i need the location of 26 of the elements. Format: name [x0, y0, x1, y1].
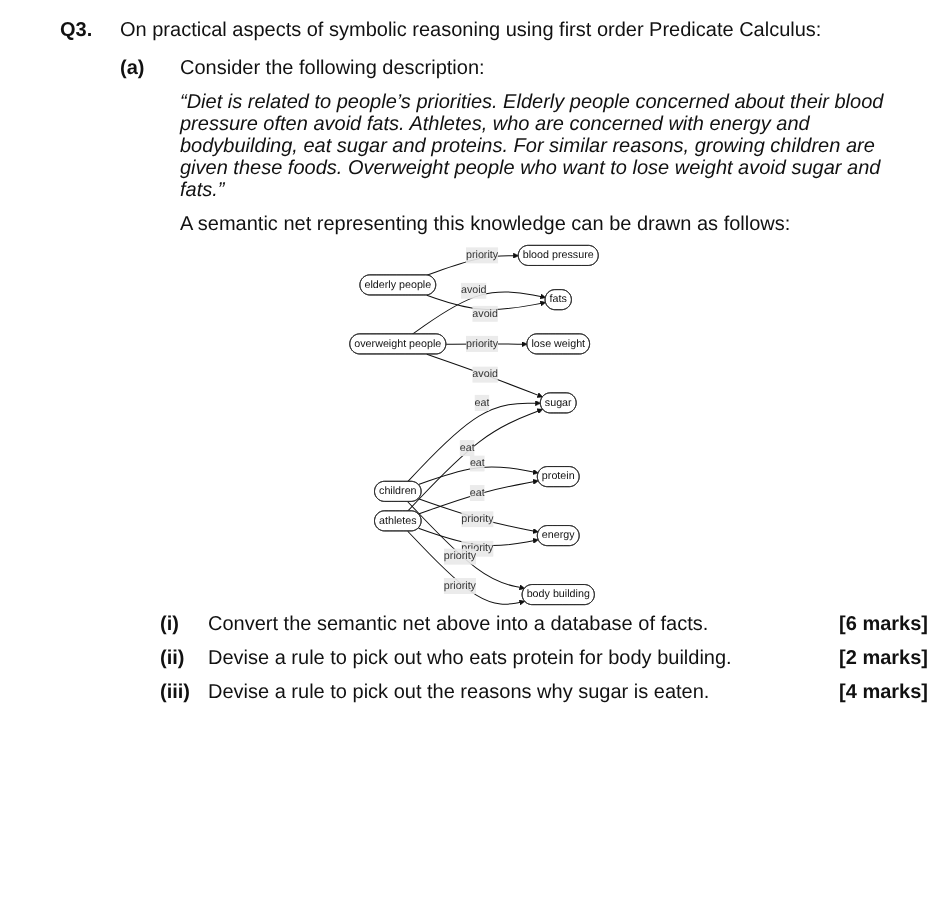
arrow — [412, 291, 546, 335]
marks-text: [4 marks] — [839, 682, 928, 704]
marks-text: [6 marks] — [839, 614, 928, 636]
question-text: Devise a rule to pick out who eats protein for body building. — [208, 648, 734, 670]
instruction-text: A semantic net representing this knowledge can be drawn as follows: — [180, 214, 793, 236]
arrow — [418, 478, 539, 515]
quoted-description: “Diet is related to people’s priorities. Elderly people concerned about their blood pressure often avoid fats. Athletes, who are concerned with energy and bodybuilding, eat sugar and proteins. For similar reasons, growing children are given these foods. Overweight people who want to lose weight avoid sugar and fats.” — [180, 92, 886, 202]
question-number: Q3. — [60, 20, 95, 42]
instruction-text: Consider the following description: — [180, 58, 487, 80]
subpart-label: (ii) — [160, 648, 187, 670]
arrow — [417, 498, 539, 534]
marks-text: [2 marks] — [839, 648, 928, 670]
arrow — [407, 408, 543, 512]
part-label: (a) — [120, 58, 147, 84]
question-text: Convert the semantic net above into a database of facts. — [208, 614, 711, 636]
subpart-label: (i) — [160, 614, 181, 636]
arrow — [417, 466, 539, 486]
arrow — [407, 530, 526, 606]
arrow — [426, 353, 543, 398]
subpart-label: (iii) — [160, 682, 192, 704]
question-text: Devise a rule to pick out the reasons why sugar is eaten. — [208, 682, 712, 704]
arrow — [407, 400, 541, 483]
arrow — [426, 252, 519, 276]
arrow — [407, 501, 526, 591]
arrow — [426, 294, 546, 311]
question-text: On practical aspects of symbolic reasoning using first order Predicate Calculus: — [120, 20, 824, 42]
